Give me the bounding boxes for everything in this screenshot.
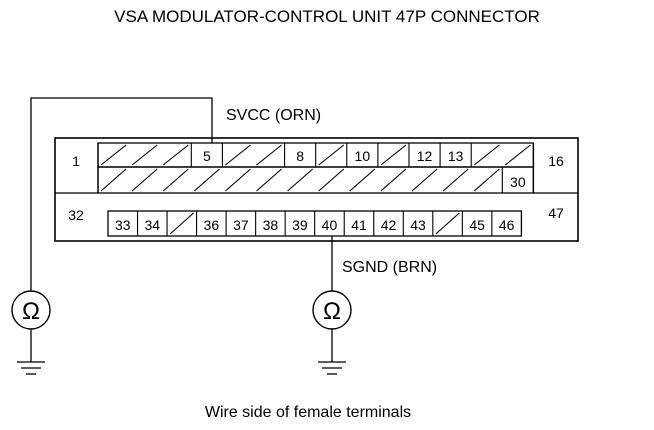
pin-47: 47 — [548, 205, 564, 221]
pin-40: 40 — [322, 217, 338, 233]
empty-cavity — [435, 212, 460, 235]
empty-cavity — [225, 144, 251, 166]
caption: Wire side of female terminals — [205, 404, 411, 421]
empty-cavity — [193, 168, 220, 192]
empty-cavity — [442, 168, 469, 192]
pin-32: 32 — [68, 207, 84, 223]
empty-cavity — [349, 168, 376, 192]
pin-41: 41 — [351, 217, 367, 233]
pin-33: 33 — [115, 217, 131, 233]
pin-42: 42 — [381, 217, 397, 233]
pin-1: 1 — [72, 153, 80, 169]
ground-icon — [17, 361, 45, 375]
empty-cavity — [169, 212, 194, 235]
empty-cavity — [131, 168, 158, 192]
empty-cavity — [380, 168, 407, 192]
empty-cavity — [318, 168, 345, 192]
empty-cavity — [256, 168, 282, 192]
pin-grid: 5 8 10 12 13 30 33 34 36 37 38 39 40 41 42 43 45 46 — [55, 142, 578, 237]
pin-8: 8 — [296, 148, 304, 164]
pin-30: 30 — [510, 174, 526, 190]
empty-cavity — [100, 168, 127, 192]
pin-37: 37 — [233, 217, 249, 233]
ohmmeter-left: Ω — [11, 290, 51, 375]
empty-cavity — [162, 168, 189, 192]
ground-icon — [318, 361, 346, 375]
pin-13: 13 — [448, 148, 464, 164]
empty-cavity — [504, 144, 531, 166]
empty-cavity — [131, 144, 158, 166]
pin-45: 45 — [469, 217, 485, 233]
empty-cavity — [380, 144, 407, 166]
pin-10: 10 — [355, 148, 371, 164]
sgnd-label: SGND (BRN) — [342, 259, 437, 276]
pin-39: 39 — [292, 217, 308, 233]
ohm-symbol-right: Ω — [323, 298, 341, 325]
empty-cavity — [318, 144, 345, 166]
svcc-wire — [30, 97, 213, 291]
empty-cavity — [473, 144, 500, 166]
empty-cavity — [162, 144, 189, 166]
pin-5: 5 — [203, 148, 211, 164]
pin-38: 38 — [263, 217, 279, 233]
empty-cavity — [256, 144, 282, 166]
pin-34: 34 — [145, 217, 161, 233]
diagram-title: VSA MODULATOR-CONTROL UNIT 47P CONNECTOR — [114, 7, 540, 26]
pin-43: 43 — [410, 217, 426, 233]
empty-cavity — [287, 168, 314, 192]
empty-cavity — [100, 144, 127, 166]
pin-46: 46 — [499, 217, 515, 233]
empty-cavity — [473, 168, 500, 192]
empty-cavity — [411, 168, 438, 192]
ohmmeter-right: Ω — [312, 290, 352, 375]
ohm-symbol-left: Ω — [22, 298, 40, 325]
pin-36: 36 — [204, 217, 220, 233]
pin-16: 16 — [548, 153, 564, 169]
pin-12: 12 — [417, 148, 433, 164]
connector-body — [54, 137, 579, 242]
empty-cavity — [225, 168, 251, 192]
svcc-label: SVCC (ORN) — [226, 107, 321, 124]
